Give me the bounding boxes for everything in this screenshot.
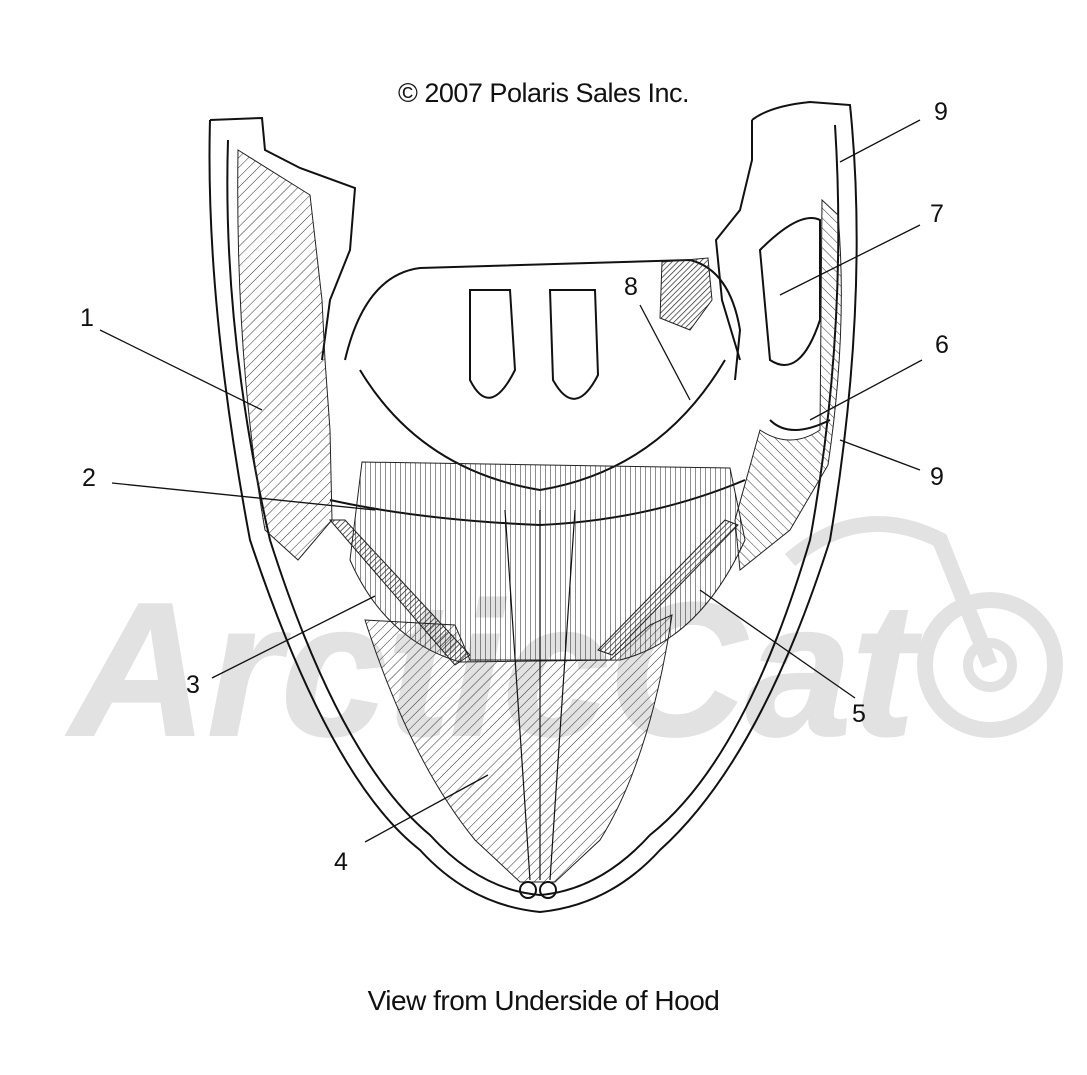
- decal-left-trim: [328, 519, 471, 666]
- decal-right-trim: [597, 519, 739, 656]
- callout-3: 3: [186, 671, 200, 699]
- decal-right-side: [734, 198, 842, 571]
- callout-numbers: 1 2 3 4 5 6 7 8 9 9: [80, 98, 949, 876]
- view-caption: View from Underside of Hood: [367, 985, 720, 1016]
- decal-bracket: [659, 257, 713, 331]
- leader-lines: [99, 119, 923, 843]
- callout-8: 8: [624, 273, 638, 301]
- callout-1: 1: [80, 304, 94, 332]
- callout-4: 4: [334, 848, 348, 876]
- callout-2: 2: [82, 464, 96, 492]
- copyright-notice: © 2007 Polaris Sales Inc.: [397, 78, 690, 108]
- callout-9-lower: 9: [930, 463, 944, 491]
- decal-regions: [237, 149, 842, 899]
- callout-6: 6: [935, 331, 949, 359]
- decal-left-side: [237, 149, 333, 561]
- callout-5: 5: [852, 700, 866, 728]
- callout-9-top: 9: [934, 98, 948, 126]
- decal-nose-panel: [364, 614, 673, 883]
- callout-7: 7: [930, 200, 944, 228]
